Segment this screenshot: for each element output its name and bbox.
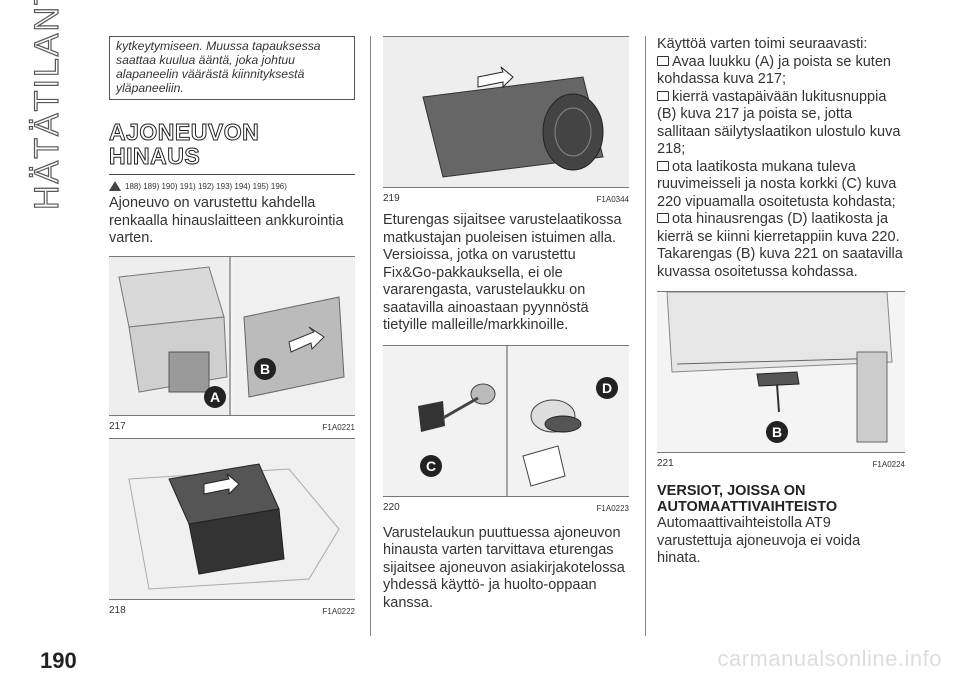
figure-217-caption: 217 F1A0221 — [109, 416, 355, 434]
bullet-icon — [657, 213, 669, 223]
step-item: kierrä vastapäivään lukitusnuppia (B) ku… — [657, 89, 905, 159]
fig220-label-c: C — [426, 458, 436, 474]
fig221-label-b: B — [772, 424, 782, 440]
figure-221-illustration: B — [657, 292, 905, 452]
step-item: Avaa luukku (A) ja poista se kuten kohda… — [657, 54, 905, 89]
bullet-icon — [657, 90, 669, 101]
figure-221: B — [657, 291, 905, 453]
column-divider — [370, 36, 371, 636]
subheading-line-2: AUTOMAATTIVAIHTEISTO — [657, 499, 838, 515]
step-item: ota hinausrengas (D) laatikosta ja kierr… — [657, 211, 905, 246]
wheel-location-paragraph: Eturengas sijaitsee varustelaatikossa ma… — [383, 212, 622, 333]
column-divider — [645, 36, 646, 636]
subheading-line-1: VERSIOT, JOISSA ON — [657, 483, 806, 499]
figure-number: 221 — [657, 458, 674, 469]
page-number: 190 — [40, 648, 77, 673]
figure-217-illustration: B A — [109, 256, 355, 415]
steps-intro: Käyttöä varten toimi seuraavasti: — [657, 36, 868, 52]
fig217-label-b: B — [260, 361, 270, 377]
figure-220-illustration: C D — [383, 345, 629, 496]
heading-line-2: HINAUS — [109, 143, 201, 169]
watermark: carmanualsonline.info — [717, 646, 942, 671]
rear-wheel-paragraph: Takarengas (B) kuva 221 on saatavilla ku… — [657, 246, 903, 280]
step-item: ota laatikosta mukana tuleva ruuvimeisse… — [657, 159, 905, 212]
column-3: Käyttöä varten toimi seuraavasti: Avaa l… — [657, 36, 905, 568]
step-text: kierrä vastapäivään lukitusnuppia (B) ku… — [657, 88, 901, 158]
figure-220: C D — [383, 344, 629, 497]
warning-refs: 188) 189) 190) 191) 192) 193) 194) 195) … — [109, 181, 355, 191]
column-2: 219 F1A0344 Eturengas sijaitsee varustel… — [383, 36, 629, 612]
warning-icon — [109, 181, 121, 191]
figure-218-illustration — [109, 438, 355, 599]
column-1: kytkeytymiseen. Muussa tapauksessa saatt… — [109, 36, 355, 618]
figure-220-caption: 220 F1A0223 — [383, 497, 629, 515]
figure-219-caption: 219 F1A0344 — [383, 188, 629, 206]
figure-code: F1A0224 — [872, 460, 905, 469]
glovebox-paragraph: Varustelaukun puuttuessa ajoneuvon hinau… — [383, 524, 625, 611]
refs-text: 188) 189) 190) 191) 192) 193) 194) 195) … — [125, 181, 287, 191]
step-text: ota laatikosta mukana tuleva ruuvimeisse… — [657, 158, 897, 210]
figure-218 — [109, 437, 355, 600]
figure-number: 217 — [109, 420, 126, 432]
figure-number: 218 — [109, 604, 126, 616]
note-box: kytkeytymiseen. Muussa tapauksessa saatt… — [109, 36, 355, 100]
figure-218-caption: 218 F1A0222 — [109, 600, 355, 618]
heading-line-1: AJONEUVON — [109, 119, 260, 145]
figure-217: B A — [109, 255, 355, 416]
figure-code: F1A0344 — [596, 195, 629, 204]
step-list: Avaa luukku (A) ja poista se kuten kohda… — [657, 54, 905, 247]
section-heading: AJONEUVON HINAUS — [109, 119, 355, 169]
bullet-icon — [657, 160, 669, 171]
heading-rule — [109, 174, 355, 175]
step-text: ota hinausrengas (D) laatikosta ja kierr… — [657, 211, 900, 245]
figure-number: 219 — [383, 193, 400, 204]
step-text: Avaa luukku (A) ja poista se kuten kohda… — [657, 53, 891, 88]
automatic-paragraph: Automaattivaihteistolla AT9 varustettuja… — [657, 515, 861, 566]
figure-221-caption: 221 F1A0224 — [657, 453, 905, 471]
figure-219 — [383, 36, 629, 188]
figure-code: F1A0221 — [322, 422, 355, 432]
figure-number: 220 — [383, 501, 400, 513]
fig220-label-d: D — [602, 380, 612, 396]
figure-code: F1A0223 — [596, 503, 629, 513]
section-side-title: HÄTÄTILANTEET — [27, 0, 66, 211]
fig217-label-a: A — [210, 389, 220, 405]
figure-code: F1A0222 — [322, 606, 355, 616]
figure-219-illustration — [383, 37, 629, 187]
bullet-icon — [657, 55, 669, 66]
intro-paragraph: Ajoneuvo on varustettu kahdella renkaall… — [109, 195, 344, 246]
subheading: VERSIOT, JOISSA ON AUTOMAATTIVAIHTEISTO — [657, 483, 905, 515]
